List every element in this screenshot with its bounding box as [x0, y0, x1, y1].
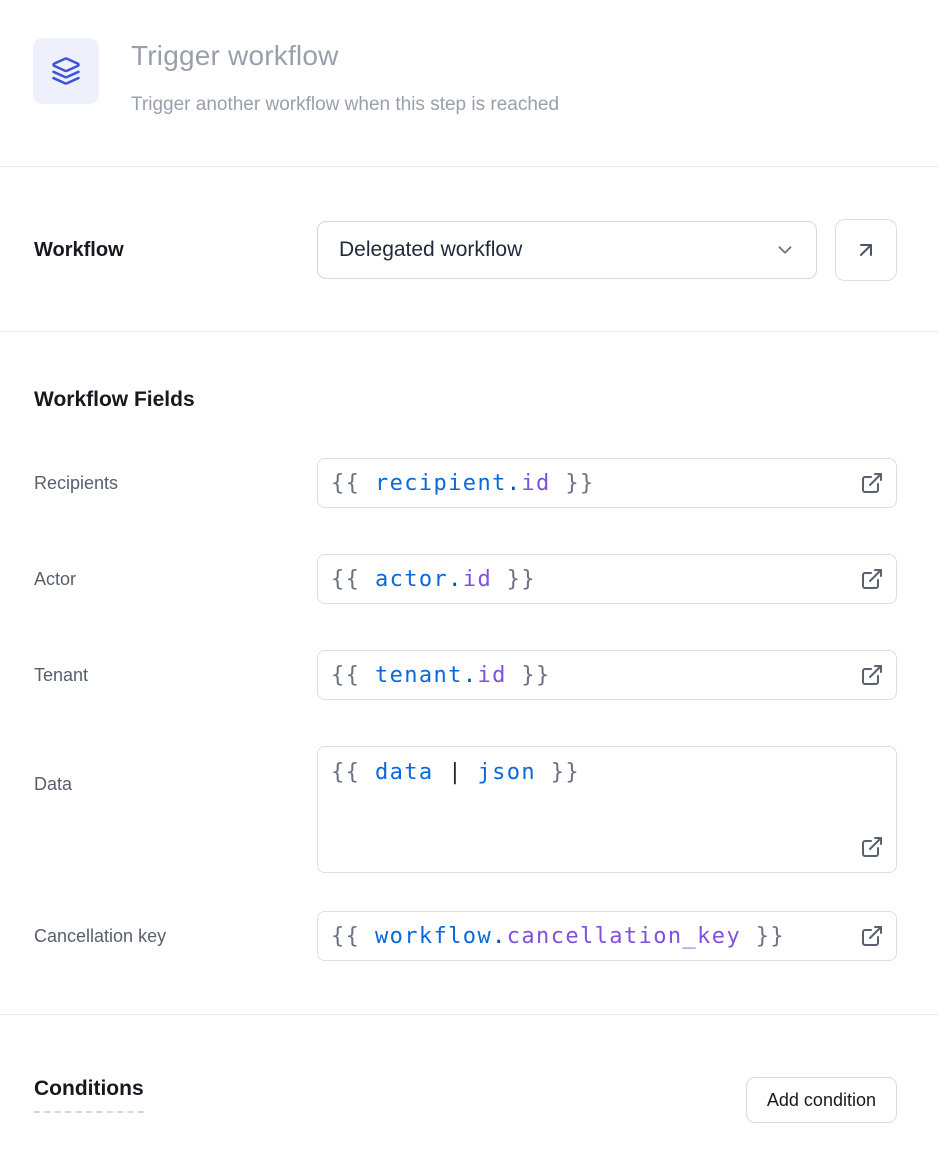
field-row: Tenant {{ tenant.id }}	[34, 650, 897, 700]
divider	[0, 1014, 938, 1015]
template-code: {{ actor.id }}	[331, 566, 537, 592]
chevron-down-icon	[774, 239, 796, 261]
workflow-label: Workflow	[34, 238, 124, 261]
field-row: Actor {{ actor.id }}	[34, 554, 897, 604]
arrow-up-right-icon	[854, 238, 878, 262]
step-header: Trigger workflow Trigger another workflo…	[0, 0, 938, 116]
template-code: {{ workflow.cancellation_key }}	[331, 923, 786, 949]
field-label: Tenant	[34, 664, 89, 685]
template-input[interactable]: {{ workflow.cancellation_key }}	[317, 911, 897, 961]
template-input[interactable]: {{ actor.id }}	[317, 554, 897, 604]
field-row: Cancellation key {{ workflow.cancellatio…	[34, 911, 897, 961]
workflow-select[interactable]: Delegated workflow	[317, 221, 817, 279]
external-link-icon[interactable]	[860, 663, 884, 687]
add-condition-button[interactable]: Add condition	[745, 1077, 897, 1123]
page-title[interactable]: Trigger workflow	[131, 40, 339, 71]
workflow-fields-section: Workflow Fields Recipients {{ recipient.…	[0, 388, 938, 961]
workflow-fields-heading: Workflow Fields	[34, 388, 195, 411]
external-link-icon[interactable]	[860, 924, 884, 948]
field-label: Recipients	[34, 472, 119, 493]
template-input[interactable]: {{ data | json }}	[317, 746, 897, 873]
conditions-heading: Conditions	[34, 1077, 144, 1113]
field-label: Data	[34, 774, 73, 794]
external-link-icon[interactable]	[860, 471, 884, 495]
divider	[0, 166, 938, 167]
template-input[interactable]: {{ recipient.id }}	[317, 458, 897, 508]
fields-list: Recipients {{ recipient.id }} Actor {{ a…	[34, 458, 897, 961]
template-code: {{ data | json }}	[331, 760, 581, 785]
step-icon-box	[33, 38, 99, 104]
field-row: Data {{ data | json }}	[34, 746, 897, 873]
external-link-icon[interactable]	[860, 567, 884, 591]
workflow-select-value: Delegated workflow	[339, 238, 523, 261]
divider	[0, 331, 938, 332]
template-code: {{ tenant.id }}	[331, 662, 551, 688]
template-input[interactable]: {{ tenant.id }}	[317, 650, 897, 700]
template-code: {{ recipient.id }}	[331, 470, 595, 496]
field-row: Recipients {{ recipient.id }}	[34, 458, 897, 508]
open-workflow-button[interactable]	[835, 219, 897, 281]
field-label: Cancellation key	[34, 925, 167, 946]
page-subtitle: Trigger another workflow when this step …	[131, 94, 560, 115]
layers-icon	[51, 56, 81, 86]
field-label: Actor	[34, 568, 77, 589]
conditions-section: Conditions Add condition	[0, 1077, 938, 1123]
workflow-select-row: Workflow Delegated workflow	[0, 167, 938, 331]
external-link-icon[interactable]	[860, 835, 884, 859]
